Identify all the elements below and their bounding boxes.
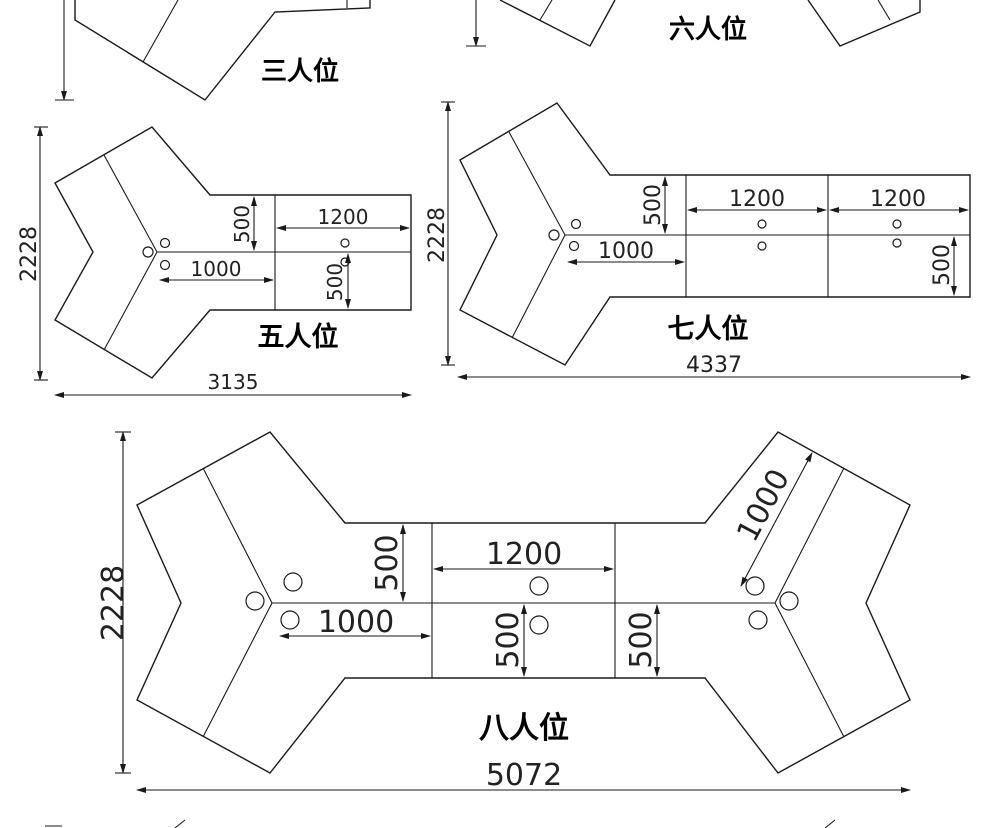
five-inner-dim: 1000 [191, 257, 242, 281]
seven-seat-label: 七人位 [668, 313, 749, 345]
five-seat-layout: 2228 3135 1200 500 500 1000 五人位 [17, 126, 412, 398]
six-seat-label: 六人位 [669, 14, 747, 45]
eight-seat-layout: 2228 5072 1200 500 500 500 1000 1000 八人位 [96, 431, 911, 793]
eight-width-dim: 5072 [486, 758, 562, 793]
bottom-partial-marks [45, 819, 836, 828]
five-seat-label: 五人位 [258, 321, 339, 353]
three-seat-label: 三人位 [261, 56, 339, 87]
seven-desk-depth-right-dim: 500 [930, 244, 955, 286]
seven-width-dim: 4337 [686, 353, 742, 378]
five-desk-depth-bottom-dim: 500 [323, 263, 347, 301]
eight-desk-width-dim: 1200 [486, 537, 562, 572]
eight-diagonal-dim: 1000 [730, 464, 797, 548]
seven-desk-depth-top-dim: 500 [641, 184, 666, 226]
eight-desk-depth-mid-dim: 500 [491, 611, 526, 668]
seven-desk-width-1-dim: 1200 [729, 187, 785, 212]
eight-seat-label: 八人位 [479, 711, 569, 746]
five-height-dim: 2228 [17, 226, 42, 282]
eight-height-dim: 2228 [96, 565, 131, 641]
six-seat-layout: 六人位 [466, 0, 921, 47]
eight-desk-depth-top-dim: 500 [370, 534, 405, 591]
seven-inner-dim: 1000 [598, 239, 654, 264]
seven-desk-width-2-dim: 1200 [870, 187, 926, 212]
seven-height-dim: 2228 [425, 207, 450, 263]
five-desk-depth-top-dim: 500 [230, 205, 254, 243]
three-seat-layout: 三人位 [55, 0, 371, 101]
eight-inner-dim: 1000 [318, 605, 394, 640]
five-width-dim: 3135 [208, 370, 259, 394]
five-desk-width-dim: 1200 [318, 205, 369, 229]
seven-seat-layout: 2228 4337 1200 1200 500 500 1000 七人位 [425, 101, 971, 380]
eight-desk-depth-right-dim: 500 [624, 611, 659, 668]
